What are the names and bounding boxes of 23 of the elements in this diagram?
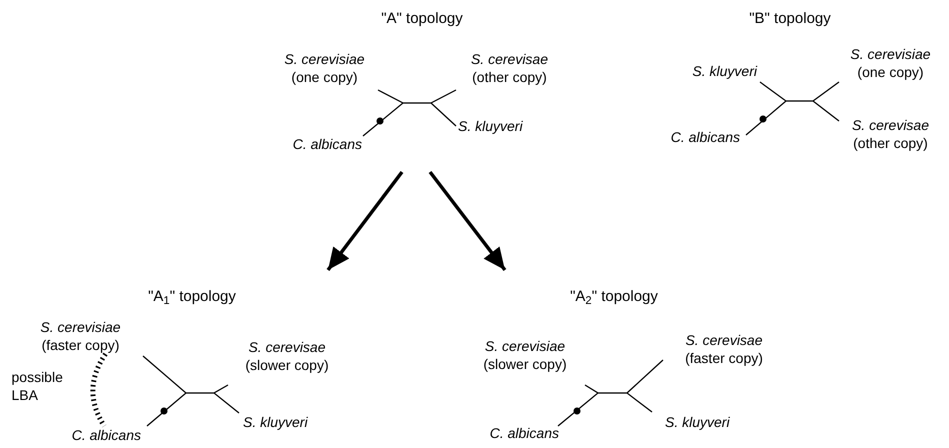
- taxon-label: S. kluyveri: [665, 413, 765, 431]
- taxon-label: C. albicans: [455, 424, 559, 442]
- taxon-label: S. kluyveri: [458, 117, 558, 135]
- taxon-label: S. cerevisae (other copy): [832, 116, 949, 152]
- taxon-label: S. cerevisiae (one copy): [832, 45, 949, 81]
- taxon-label: S. cerevisae (faster copy): [664, 331, 784, 367]
- topology-title: "A$_{2}$" topology: [570, 288, 658, 306]
- dashed-arc: [90, 352, 108, 428]
- taxon-label: S. kluyveri: [243, 413, 343, 431]
- arrow: [428, 170, 506, 272]
- taxon-label: S. cerevisiae (one copy): [262, 50, 387, 86]
- arrow: [326, 170, 404, 272]
- topology-title: "A$_{1}$" topology: [148, 288, 236, 306]
- taxon-label: C. albicans: [262, 135, 362, 153]
- taxon-label: C. albicans: [36, 426, 141, 444]
- topology-title: "B" topology: [749, 10, 831, 28]
- taxon-label: S. cerevisae (slower copy): [222, 338, 352, 374]
- taxon-label: S. cerevisae (other copy): [452, 50, 567, 86]
- taxon-label: S. cerevisiae (faster copy): [18, 318, 143, 354]
- topology-title: "A" topology: [381, 10, 463, 28]
- taxon-label: S. kluyveri: [657, 62, 757, 80]
- taxon-label: C. albicans: [640, 128, 740, 146]
- taxon-label: S. cerevisiae (slower copy): [465, 337, 585, 373]
